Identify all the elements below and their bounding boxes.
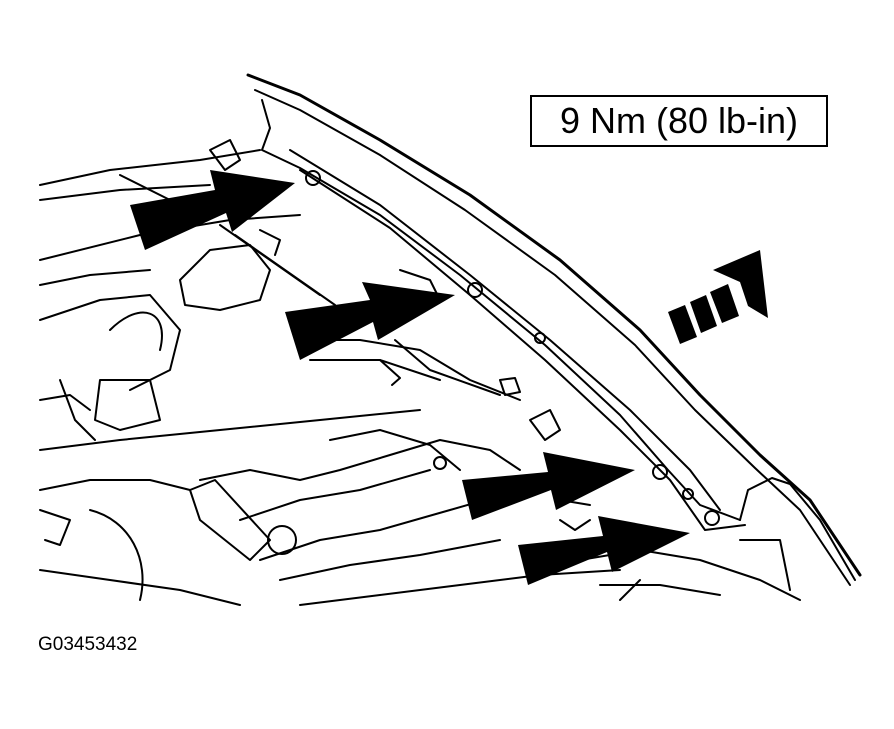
figure-id: G03453432 [38, 634, 138, 655]
torque-spec-label: 9 Nm (80 lb-in) [530, 95, 828, 147]
direction-arrow-icon [668, 250, 768, 344]
callout-arrow-icon [130, 170, 690, 585]
